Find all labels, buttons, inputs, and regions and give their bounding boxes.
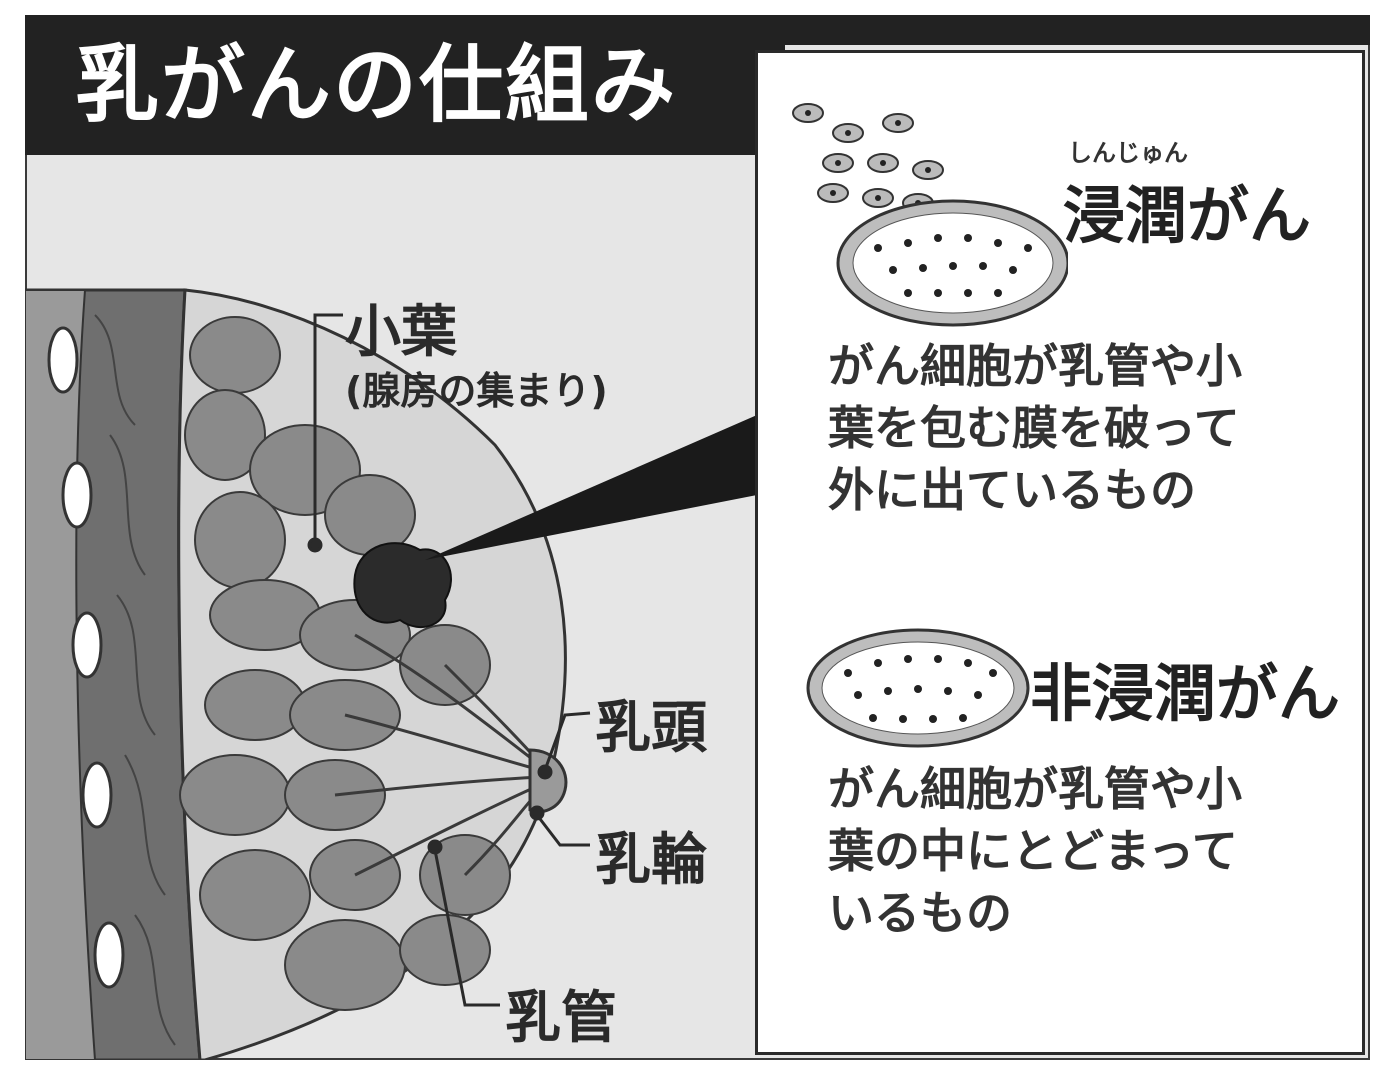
tumor: [353, 542, 452, 629]
noninvasive-cancer-icon: [806, 628, 1030, 748]
callout-pointer: [425, 415, 757, 560]
info-panel: しんじゅん 浸潤がん がん細胞が乳管や小 葉を包む膜を破って 外に出ているもの …: [755, 50, 1365, 1055]
chest-wall: [25, 288, 202, 1060]
label-areola: 乳輪: [595, 828, 707, 893]
page-title: 乳がんの仕組み: [75, 36, 678, 134]
invasive-cancer-icon: [792, 103, 1068, 327]
title-bar: 乳がんの仕組み: [25, 15, 785, 155]
label-lobule-note: (腺房の集まり): [345, 369, 608, 413]
label-nipple: 乳頭: [595, 696, 707, 761]
invasive-cancer-ruby: しんじゅん: [1068, 139, 1188, 167]
breast-cross-section-illustration: [25, 288, 757, 1060]
label-lobule: 小葉: [345, 300, 457, 365]
title-bar-strip: [785, 15, 1370, 45]
invasive-cancer-description: がん細胞が乳管や小 葉を包む膜を破って 外に出ているもの: [828, 339, 1242, 517]
label-milk-duct: 乳管: [505, 986, 617, 1051]
invasive-cancer-heading: 浸潤がん: [1063, 179, 1312, 252]
noninvasive-cancer-description: がん細胞が乳管や小 葉の中にとどまって いるもの: [828, 762, 1242, 940]
noninvasive-cancer-heading: 非浸潤がん: [1030, 657, 1341, 730]
figure: 乳がんの仕組み: [25, 15, 1370, 1060]
